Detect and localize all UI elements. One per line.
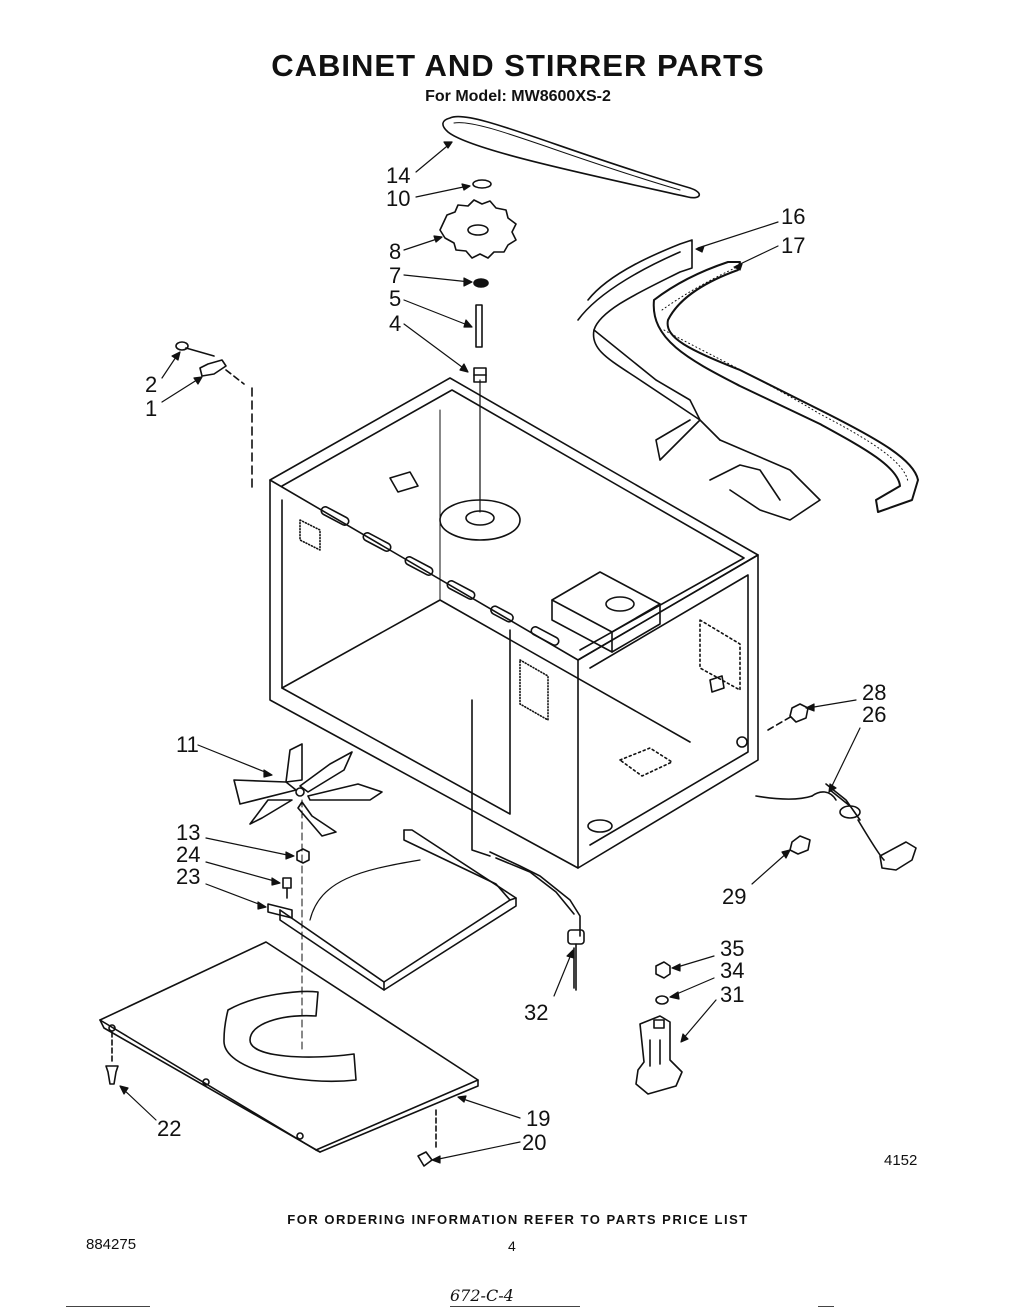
- bolt: [282, 877, 292, 899]
- callout-1: 1: [145, 396, 157, 421]
- callout-4: 4: [389, 311, 401, 336]
- stirrer-shaft: [475, 304, 483, 348]
- document-number: 884275: [86, 1236, 137, 1253]
- bottom-rule-left: [66, 1306, 150, 1307]
- model-subtitle: For Model: MW8600XS-2: [425, 88, 611, 105]
- power-cord: [755, 783, 917, 871]
- retainer-ring: [472, 179, 492, 189]
- callout-14: 14: [386, 163, 410, 188]
- handwritten-note: 672-C-4: [450, 1286, 514, 1305]
- ordering-note: FOR ORDERING INFORMATION REFER TO PARTS …: [287, 1212, 749, 1227]
- base-screw: [105, 1031, 119, 1085]
- callout-labels: 14 10 8 7 5 4 2 1 16 17 28 26 11 13 24 2…: [145, 163, 917, 1169]
- bottom-rule-center: [450, 1306, 580, 1307]
- leader-arrows: [119, 141, 861, 1164]
- cabinet: [269, 377, 759, 869]
- callout-8: 8: [389, 239, 401, 264]
- nut: [296, 848, 310, 864]
- callout-2: 2: [145, 372, 157, 397]
- callout-34: 34: [720, 958, 744, 983]
- switch-washer: [655, 995, 669, 1005]
- callout-31: 31: [720, 982, 744, 1007]
- callout-32: 32: [524, 1000, 548, 1025]
- washer: [473, 278, 489, 288]
- cord-clamp: [789, 835, 811, 855]
- callout-28: 28: [862, 680, 886, 705]
- callout-26: 26: [862, 702, 886, 727]
- switch-assembly: [635, 1015, 683, 1095]
- callout-23: 23: [176, 864, 200, 889]
- grommet: [789, 703, 809, 723]
- callout-22: 22: [157, 1116, 181, 1141]
- screw-and-clip: [175, 341, 253, 489]
- callout-11: 11: [176, 732, 199, 757]
- callout-10: 10: [386, 186, 410, 211]
- thermal-cutout-lead: [471, 699, 585, 991]
- callout-24: 24: [176, 842, 200, 867]
- door-choke: [577, 239, 821, 521]
- callout-20: 20: [522, 1130, 546, 1155]
- air-guide: [279, 829, 517, 991]
- fastener-guide-line: [767, 715, 793, 731]
- callout-29: 29: [722, 884, 746, 909]
- gasket: [652, 261, 919, 513]
- stirrer-fan: [233, 743, 383, 837]
- stirrer-belt: [442, 115, 700, 199]
- base-plate: [99, 941, 479, 1153]
- switch-nut: [655, 961, 671, 979]
- callout-13: 13: [176, 820, 200, 845]
- callout-35: 35: [720, 936, 744, 961]
- stirrer-pulley: [439, 199, 517, 259]
- figure-number: 4152: [884, 1152, 917, 1169]
- callout-5: 5: [389, 286, 401, 311]
- callout-19: 19: [526, 1106, 550, 1131]
- callout-7: 7: [389, 263, 401, 288]
- page-number: 4: [508, 1238, 516, 1254]
- callout-17: 17: [781, 233, 805, 258]
- bottom-rule-right: [818, 1306, 834, 1307]
- foot: [417, 1109, 437, 1167]
- callout-16: 16: [781, 204, 805, 229]
- page-title: CABINET AND STIRRER PARTS: [271, 48, 765, 83]
